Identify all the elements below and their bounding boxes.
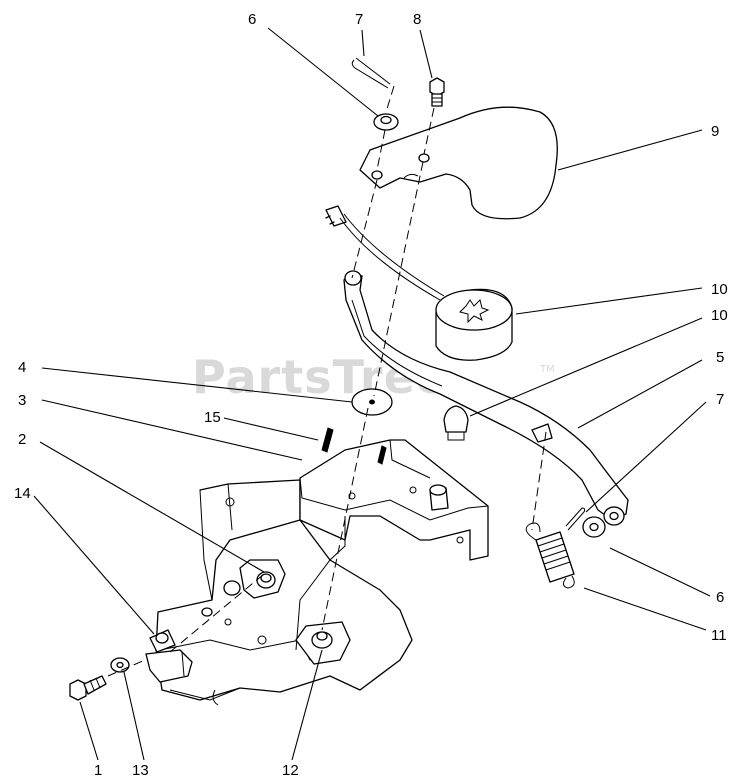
callout-2: 2 [18, 431, 26, 448]
callout-10-lower: 10 [711, 307, 728, 324]
callout-7-right: 7 [716, 391, 724, 408]
callout-14: 14 [14, 485, 31, 502]
bolt [69, 675, 107, 701]
assembly-lines [107, 85, 547, 677]
callout-8: 8 [413, 11, 421, 28]
wire-connector [325, 205, 445, 301]
callout-12: 12 [282, 762, 299, 779]
extension-spring [525, 522, 575, 589]
callout-15: 15 [204, 409, 221, 426]
cover-plate [359, 106, 558, 220]
pins-15 [321, 427, 387, 465]
callout-1: 1 [94, 762, 102, 779]
callout-10-upper: 10 [711, 281, 728, 298]
callout-5: 5 [716, 349, 724, 366]
pivot-hardware-right [565, 506, 625, 538]
lower-plate [295, 621, 351, 665]
washer-4 [351, 388, 393, 416]
callout-13: 13 [132, 762, 149, 779]
cotter-pin-top [351, 57, 391, 89]
callout-6-right: 6 [716, 589, 724, 606]
callout-6-top: 6 [248, 11, 256, 28]
callout-4: 4 [18, 359, 26, 376]
callout-9: 9 [711, 123, 719, 140]
leader-lines [33, 27, 711, 761]
washer-top [373, 113, 399, 131]
washer-13 [110, 657, 130, 673]
callout-7-top: 7 [355, 11, 363, 28]
upper-plate [239, 559, 286, 599]
rubber-bumper [429, 405, 469, 511]
mounting-bracket [295, 439, 489, 651]
watermark-tm: TM [539, 364, 555, 375]
screw [429, 77, 445, 107]
brake-pad [435, 288, 513, 361]
pivot-assembly [145, 580, 241, 683]
callout-3: 3 [18, 392, 26, 409]
callout-11: 11 [711, 627, 727, 644]
brake-arm [343, 270, 629, 521]
callout-numbers: 6 7 8 9 10 10 5 7 6 11 4 3 15 2 14 1 13 … [14, 11, 728, 779]
